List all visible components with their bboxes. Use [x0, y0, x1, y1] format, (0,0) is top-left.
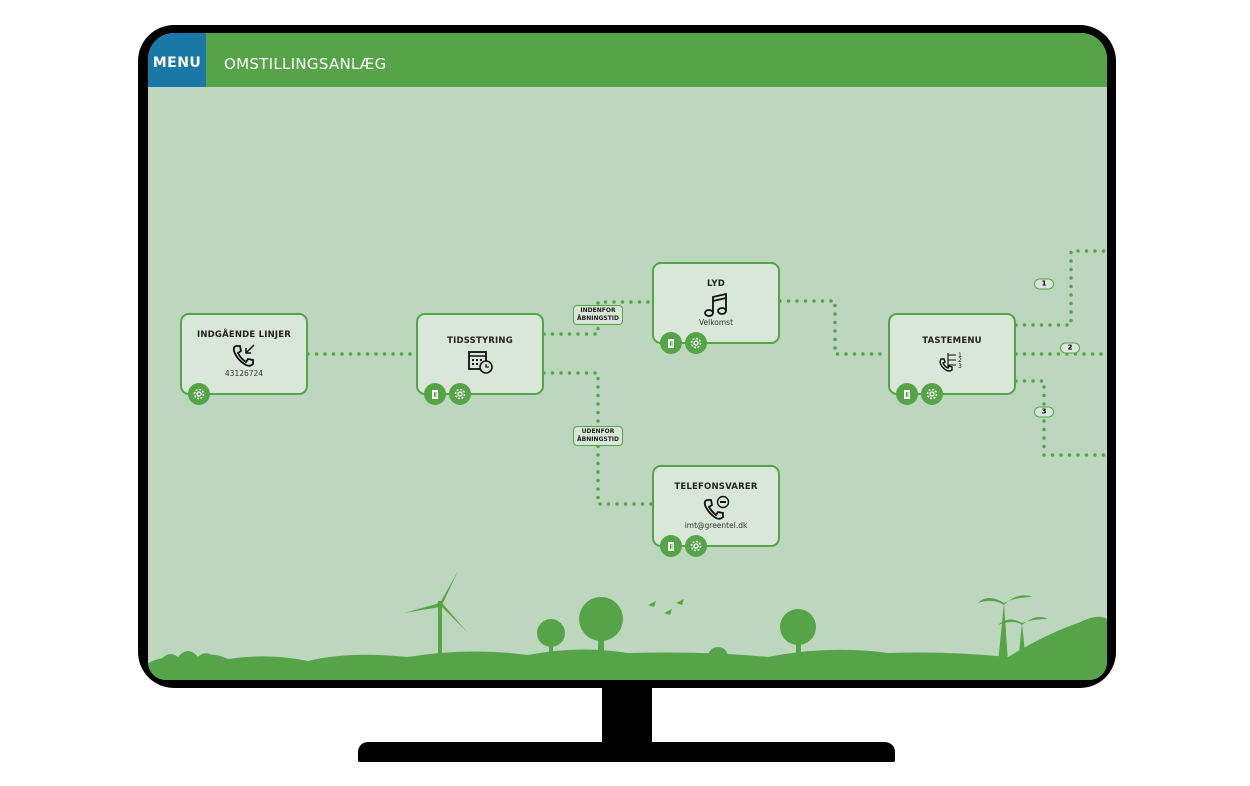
trash-icon: [432, 390, 438, 399]
edge-label-outside-hours[interactable]: UDENFOR ÅBNINGSTID: [572, 426, 624, 446]
edge-sound-to-menu: [778, 299, 890, 356]
page-title: OMSTILLINGSANLÆG: [224, 55, 387, 73]
calendar-clock-icon: [418, 349, 542, 375]
settings-button[interactable]: [449, 383, 471, 405]
gear-icon: [454, 388, 466, 400]
menu-option-1[interactable]: 1: [1034, 278, 1054, 290]
node-title: TELEFONSVARER: [674, 482, 758, 492]
label-line: ÅBNINGSTID: [576, 315, 620, 322]
gear-icon: [926, 388, 938, 400]
delete-button[interactable]: [424, 383, 446, 405]
delete-button[interactable]: [660, 535, 682, 557]
gear-icon: [690, 540, 702, 552]
node-title: TIDSSTYRING: [447, 336, 513, 346]
node-subtitle: 43126724: [224, 369, 264, 378]
settings-button[interactable]: [188, 383, 210, 405]
svg-text:3: 3: [958, 363, 962, 370]
app-header: MENU OMSTILLINGSANLÆG: [148, 33, 1107, 87]
node-subtitle: Velkomst: [698, 318, 734, 327]
node-subtitle: imt@greentel.dk: [684, 521, 748, 530]
svg-text:2: 2: [958, 357, 962, 364]
settings-button[interactable]: [921, 383, 943, 405]
trash-icon: [668, 339, 674, 348]
gear-icon: [193, 388, 205, 400]
edge-menu-3: [1014, 379, 1107, 457]
voicemail-icon: [654, 495, 778, 521]
menu-option-2[interactable]: 2: [1060, 342, 1080, 354]
settings-button[interactable]: [685, 535, 707, 557]
music-note-icon: [654, 292, 778, 318]
incoming-call-icon: [182, 343, 306, 369]
trash-icon: [668, 542, 674, 551]
menu-option-3[interactable]: 3: [1034, 406, 1054, 418]
node-time-control[interactable]: TIDSSTYRING: [416, 313, 544, 405]
app-screen: MENU OMSTILLINGSANLÆG INDGÅENDE LINJER 4…: [148, 33, 1107, 680]
svg-text:1: 1: [958, 352, 962, 359]
gear-icon: [690, 337, 702, 349]
settings-button[interactable]: [685, 332, 707, 354]
landscape-illustration: [148, 571, 1107, 680]
delete-button[interactable]: [896, 383, 918, 405]
menu-button[interactable]: MENU: [148, 33, 206, 87]
delete-button[interactable]: [660, 332, 682, 354]
node-title: LYD: [707, 279, 725, 289]
node-voicemail[interactable]: TELEFONSVARER imt@greentel.dk: [652, 465, 780, 557]
trash-icon: [904, 390, 910, 399]
node-title: TASTEMENU: [922, 336, 982, 346]
node-incoming-lines[interactable]: INDGÅENDE LINJER 43126724: [180, 313, 308, 405]
edge-time-inside: [542, 300, 654, 336]
edge-label-inside-hours[interactable]: INDENFOR ÅBNINGSTID: [572, 305, 624, 325]
label-line: ÅBNINGSTID: [576, 436, 620, 443]
monitor-stand: [602, 686, 652, 746]
node-title: INDGÅENDE LINJER: [196, 330, 292, 340]
label-line: UDENFOR: [581, 428, 615, 435]
edge-menu-1: [1014, 249, 1107, 327]
node-sound[interactable]: LYD Velkomst: [652, 262, 780, 354]
monitor-base: [358, 742, 895, 762]
label-line: INDENFOR: [580, 307, 616, 314]
